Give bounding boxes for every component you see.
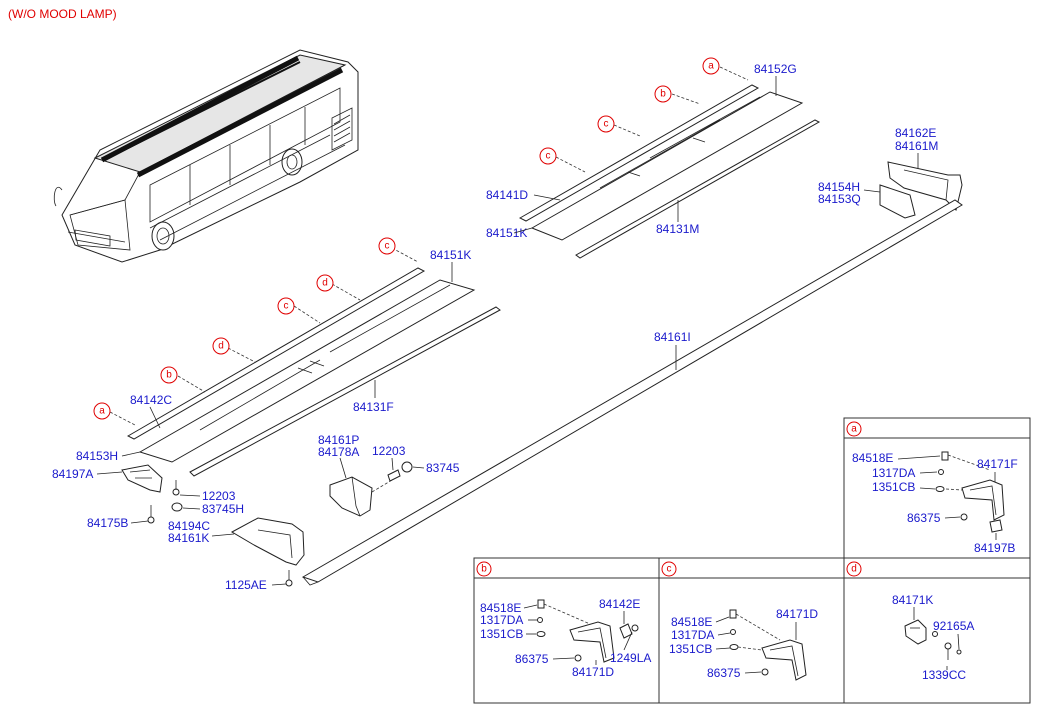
- part-84161I: 84161I: [654, 330, 691, 344]
- svg-text:d: d: [218, 341, 224, 352]
- svg-text:b: b: [166, 370, 172, 381]
- detail-c-86375: 86375: [707, 666, 741, 680]
- detail-box-b: b: [473, 557, 1030, 704]
- middle-molding-group: [109, 247, 501, 477]
- part-83745H: 83745H: [202, 502, 244, 516]
- rear-bracket: [879, 161, 963, 219]
- detail-a-1317DA: 1317DA: [872, 466, 915, 480]
- svg-text:a: a: [99, 406, 105, 417]
- detail-a-86375: 86375: [907, 511, 941, 525]
- part-84131M: 84131M: [656, 222, 699, 236]
- svg-text:c: c: [667, 564, 672, 575]
- part-84131F: 84131F: [353, 400, 394, 414]
- detail-b-1317DA: 1317DA: [480, 613, 523, 627]
- detail-a-callout: [846, 421, 862, 437]
- front-end-parts: [121, 464, 305, 587]
- svg-text:c: c: [604, 119, 609, 130]
- detail-b-84518E: 84518E: [480, 601, 521, 615]
- part-84153H: 84153H: [76, 449, 118, 463]
- callout-c-upper-1: [597, 115, 615, 133]
- svg-text:c: c: [385, 241, 390, 252]
- callout-d-mid-2: [212, 337, 230, 355]
- part-84153Q: 84153Q: [818, 192, 861, 206]
- detail-b-callout: [476, 561, 492, 577]
- part-84161K: 84161K: [168, 531, 209, 545]
- svg-text:b: b: [660, 89, 666, 100]
- detail-b-86375: 86375: [515, 652, 549, 666]
- svg-text:a: a: [708, 61, 714, 72]
- part-84154H: 84154H: [818, 180, 860, 194]
- detail-d-84171K: 84171K: [892, 593, 933, 607]
- part-84161P: 84161P: [318, 433, 359, 447]
- callout-c-mid-1: [378, 237, 396, 255]
- detail-d-callout: [846, 561, 862, 577]
- callout-b-upper: [654, 85, 672, 103]
- detail-c-1317DA: 1317DA: [671, 628, 714, 642]
- part-84151K-mid: 84151K: [430, 248, 471, 262]
- callout-a-upper: [702, 57, 720, 75]
- part-84162E: 84162E: [895, 126, 936, 140]
- detail-box-d: d: [843, 557, 1031, 704]
- detail-a-84171F: 84171F: [977, 457, 1018, 471]
- detail-b-84171D: 84171D: [572, 665, 614, 679]
- callout-a-mid: [93, 402, 111, 420]
- svg-text:d: d: [851, 564, 857, 575]
- detail-a-84197B: 84197B: [974, 541, 1015, 555]
- detail-b-84142E: 84142E: [599, 597, 640, 611]
- svg-text:d: d: [322, 278, 328, 289]
- detail-a-1351CB: 1351CB: [872, 480, 915, 494]
- detail-c-callout: [661, 561, 677, 577]
- callout-d-mid-1: [316, 274, 334, 292]
- part-84141D: 84141D: [486, 188, 528, 202]
- detail-d-1339CC: 1339CC: [922, 668, 966, 682]
- callout-c-mid-2: [277, 297, 295, 315]
- part-84142C: 84142C: [130, 393, 172, 407]
- detail-a-84518E: 84518E: [852, 451, 893, 465]
- bus-illustration: [53, 49, 359, 263]
- part-84197A: 84197A: [52, 467, 93, 481]
- part-84178A: 84178A: [318, 445, 359, 459]
- part-84175B: 84175B: [87, 516, 128, 530]
- middle-callouts: c d c d b a: [93, 237, 396, 420]
- long-rocker-84161I: [301, 199, 963, 586]
- svg-text:b: b: [481, 564, 487, 575]
- detail-box-c: c: [658, 557, 845, 704]
- part-1125AE: 1125AE: [225, 578, 267, 592]
- svg-text:a: a: [851, 424, 857, 435]
- svg-text:c: c: [284, 301, 289, 312]
- detail-c-1351CB: 1351CB: [669, 642, 712, 656]
- detail-d-92165A: 92165A: [933, 619, 974, 633]
- part-83745: 83745: [426, 461, 460, 475]
- callout-b-mid: [160, 366, 178, 384]
- part-12203-a: 12203: [202, 489, 236, 503]
- detail-c-84518E: 84518E: [671, 615, 712, 629]
- part-84151K-top: 84151K: [486, 226, 527, 240]
- svg-text:c: c: [546, 151, 551, 162]
- upper-callouts: a b c c: [539, 57, 720, 165]
- detail-box-a: a: [843, 417, 1031, 559]
- part-84194C: 84194C: [168, 519, 210, 533]
- callout-c-upper-2: [539, 147, 557, 165]
- upper-molding-group: [518, 66, 821, 259]
- detail-b-1351CB: 1351CB: [480, 627, 523, 641]
- detail-b-1249LA: 1249LA: [610, 651, 651, 665]
- diagram-header: (W/O MOOD LAMP): [8, 7, 117, 21]
- part-84161M: 84161M: [895, 139, 938, 153]
- cap-84161P: [329, 461, 413, 517]
- part-84152G: 84152G: [754, 62, 797, 76]
- part-12203-b: 12203: [372, 444, 406, 458]
- detail-c-84171D: 84171D: [776, 607, 818, 621]
